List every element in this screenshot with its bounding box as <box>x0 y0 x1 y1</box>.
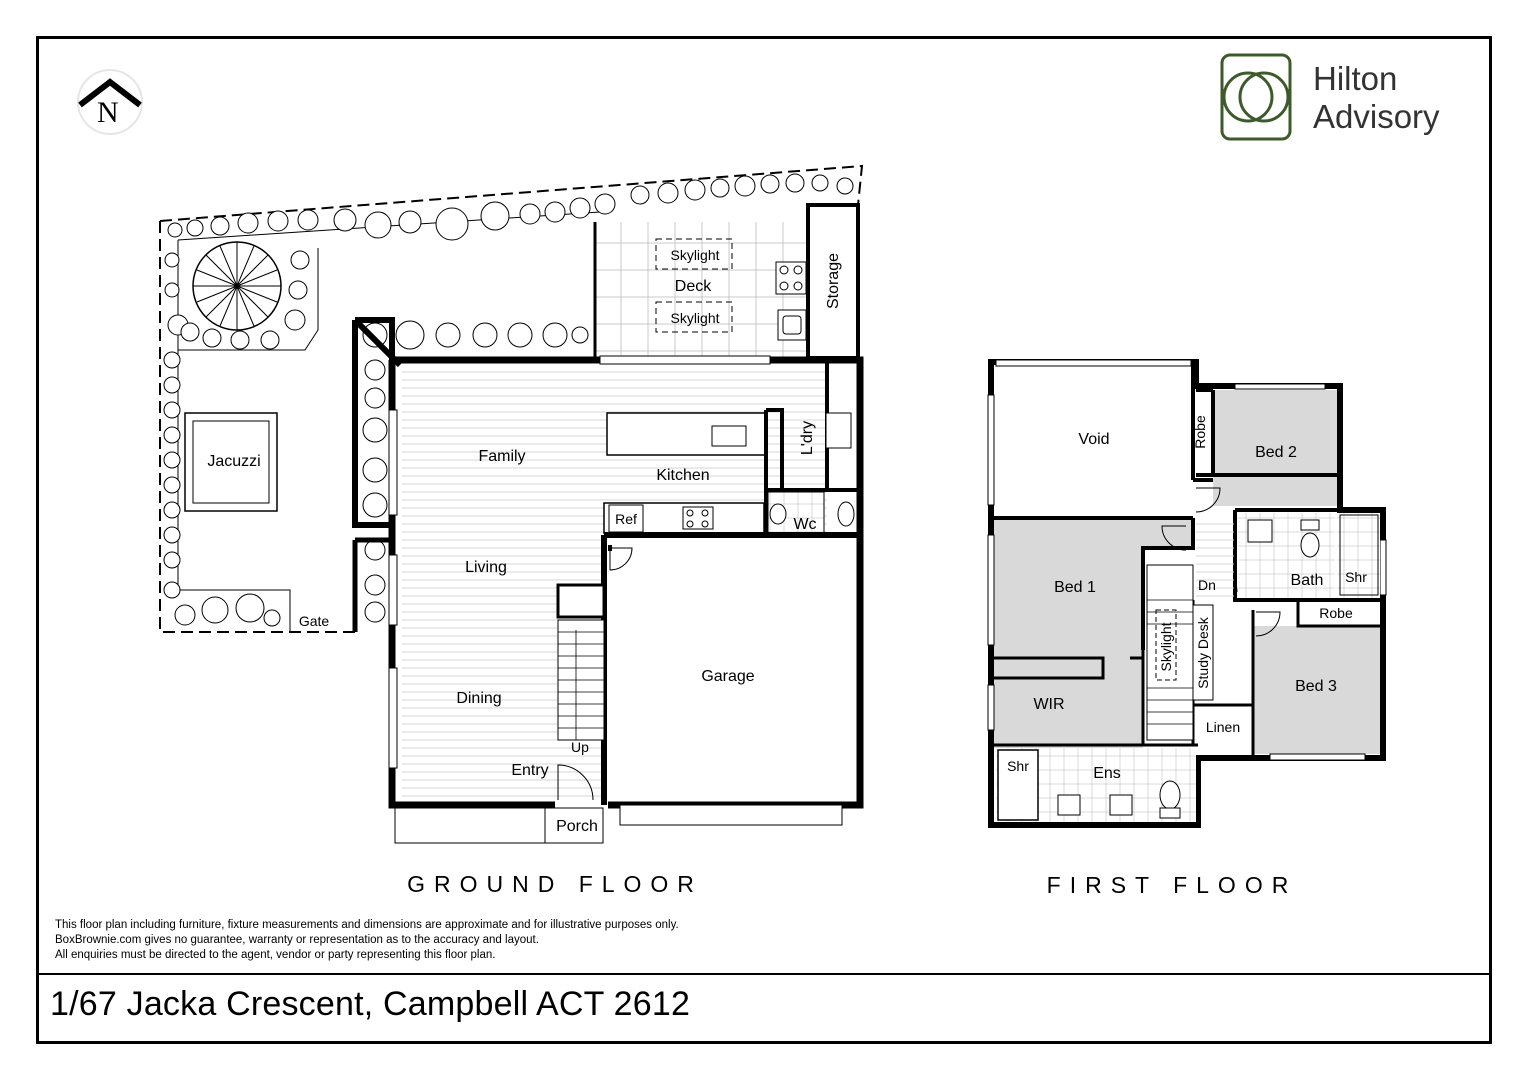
property-address: 1/67 Jacka Crescent, Campbell ACT 2612 <box>50 985 691 1023</box>
room-label-jacuzzi: Jacuzzi <box>207 453 260 470</box>
room-label-robe-2: Robe <box>1319 605 1353 621</box>
brand-name: Hilton Advisory <box>1313 60 1440 136</box>
room-label-porch: Porch <box>556 818 598 835</box>
room-label-void: Void <box>1078 431 1109 448</box>
disclaimer-line: This floor plan including furniture, fix… <box>55 919 679 931</box>
first-floor-title: FIRST FLOOR <box>1047 872 1298 898</box>
room-label-skylight-1: Skylight <box>670 247 719 263</box>
north-label: N <box>97 96 119 129</box>
room-label-skylight-ff: Skylight <box>1158 622 1174 671</box>
room-label-wc: Wc <box>793 516 816 533</box>
room-label-laundry: L'dry <box>799 421 816 455</box>
tree-icon <box>192 241 282 331</box>
first-floor-plan <box>987 359 1387 828</box>
brand-logo-icon <box>1220 53 1292 141</box>
room-label-dining: Dining <box>456 690 501 707</box>
room-label-storage: Storage <box>825 253 842 309</box>
room-label-up: Up <box>571 739 589 755</box>
room-label-linen: Linen <box>1206 719 1240 735</box>
room-label-deck: Deck <box>675 278 712 295</box>
ground-floor-title: GROUND FLOOR <box>407 871 703 897</box>
room-label-robe-1: Robe <box>1192 415 1208 449</box>
ground-floor-labels: Jacuzzi Gate Skylight Deck Skylight Stor… <box>207 247 842 835</box>
room-label-gate: Gate <box>299 613 330 629</box>
room-label-living: Living <box>465 559 507 576</box>
brand-line-2: Advisory <box>1313 98 1440 135</box>
disclaimer-line: All enquiries must be directed to the ag… <box>55 949 496 961</box>
first-floor-labels: Void Robe Bed 2 Bed 1 Dn Bath Shr Robe S… <box>1007 415 1367 782</box>
room-label-study-desk: Study Desk <box>1195 616 1211 689</box>
room-label-wir: WIR <box>1033 696 1064 713</box>
disclaimer: This floor plan including furniture, fix… <box>55 918 815 963</box>
room-label-bed-2: Bed 2 <box>1255 444 1297 461</box>
room-label-ref: Ref <box>615 511 637 527</box>
room-label-entry: Entry <box>511 762 548 779</box>
room-label-shr-1: Shr <box>1345 569 1367 585</box>
brand-line-1: Hilton <box>1313 60 1398 97</box>
room-label-skylight-2: Skylight <box>670 310 719 326</box>
disclaimer-line: BoxBrownie.com gives no guarantee, warra… <box>55 934 539 946</box>
room-label-dn: Dn <box>1198 577 1216 593</box>
ground-floor-plan <box>159 164 864 844</box>
room-label-bed-3: Bed 3 <box>1295 678 1337 695</box>
room-label-kitchen: Kitchen <box>656 467 709 484</box>
room-label-bed-1: Bed 1 <box>1054 579 1096 596</box>
north-arrow-icon <box>77 69 143 135</box>
page-border <box>36 36 1492 1044</box>
room-label-family: Family <box>478 448 525 465</box>
room-label-bath: Bath <box>1291 572 1324 589</box>
room-label-ens: Ens <box>1093 765 1121 782</box>
room-label-shr-2: Shr <box>1007 758 1029 774</box>
footer-divider <box>36 973 1492 975</box>
room-label-garage: Garage <box>701 668 754 685</box>
